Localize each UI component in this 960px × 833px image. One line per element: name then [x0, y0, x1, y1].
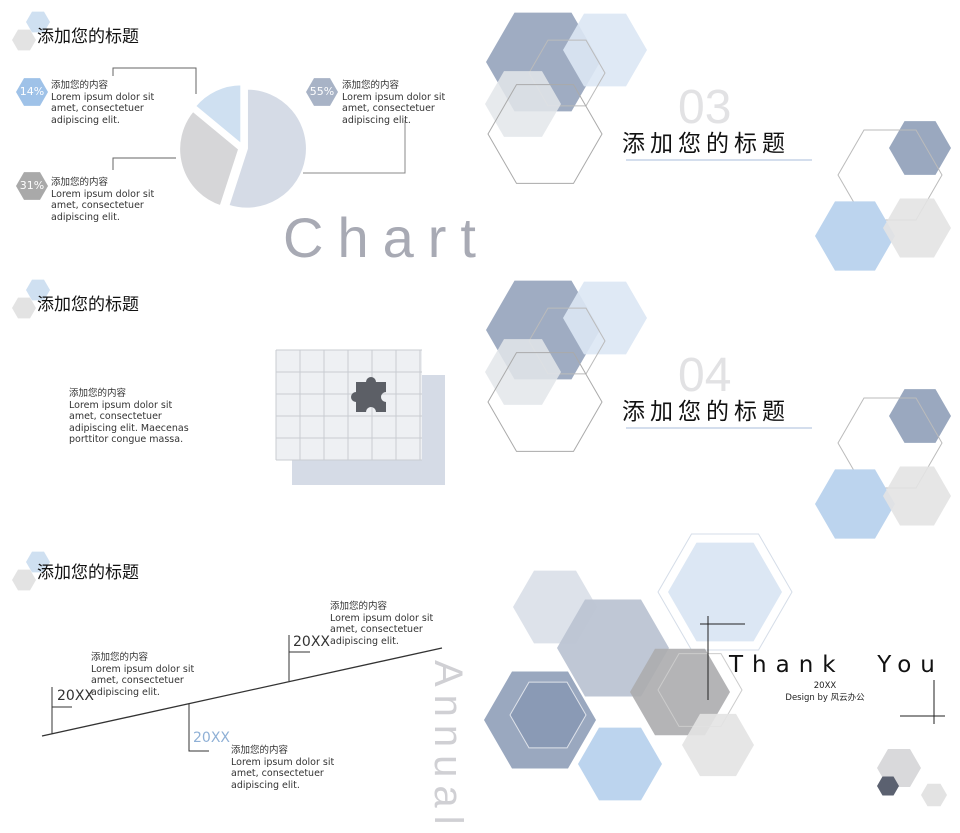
pie-chart [178, 83, 308, 210]
puzzle-image [275, 349, 422, 461]
pie-slice [227, 87, 308, 210]
hexagon-icon [12, 297, 36, 319]
hexagon-icon [12, 29, 36, 51]
item-body: Lorem ipsum dolor sit amet, consectetuer… [342, 91, 446, 126]
puzzle-piece-icon [351, 377, 386, 412]
percent-badge: 55% [309, 85, 335, 98]
section-title: 添加您的标题 [622, 131, 790, 157]
year-label: 20XX [813, 681, 837, 691]
milestone-heading: 添加您的内容 [91, 652, 149, 663]
thank-you-title: Thank You [729, 652, 944, 678]
hexagon-icon [12, 569, 36, 591]
percent-badge: 14% [19, 85, 45, 98]
timeline-line [41, 647, 443, 737]
hexagon-icon [26, 279, 50, 301]
milestone-year: 20XX [293, 634, 330, 650]
item-body: Lorem ipsum dolor sit amet, consectetuer… [51, 91, 155, 126]
milestone-body: Lorem ipsum dolor sit amet, consectetuer… [91, 663, 195, 698]
hexagon-cluster [485, 12, 951, 271]
chart-watermark: Chart [283, 206, 490, 269]
item-heading: 添加您的内容 [69, 388, 127, 399]
pie-slice [193, 83, 243, 147]
milestone-year: 20XX [57, 688, 94, 704]
slide-title: 添加您的标题 [37, 27, 139, 47]
connector-line [303, 120, 406, 174]
hexagon-icon [26, 551, 50, 573]
slide-title: 添加您的标题 [37, 295, 139, 315]
slide-graphics [12, 11, 951, 807]
hexagon-icon [26, 11, 50, 33]
pie-slice [178, 109, 241, 208]
annual-watermark: Annual [426, 660, 470, 833]
connector-line [112, 157, 176, 170]
item-heading: 添加您的内容 [51, 80, 109, 91]
item-body: Lorem ipsum dolor sit amet, consectetuer… [51, 188, 155, 223]
milestone-year: 20XX [193, 730, 230, 746]
badge-hexagon [306, 78, 338, 106]
milestone-heading: 添加您的内容 [231, 745, 289, 756]
connector-line [112, 67, 197, 94]
section-title: 添加您的标题 [622, 399, 790, 425]
percent-badge: 31% [19, 179, 45, 192]
slide-title: 添加您的标题 [37, 563, 139, 583]
section-number: 04 [678, 349, 732, 402]
item-body: Lorem ipsum dolor sit amet, consectetuer… [69, 399, 189, 446]
item-heading: 添加您的内容 [342, 80, 400, 91]
milestone-heading: 添加您的内容 [330, 601, 388, 612]
credit-label: Design by 风云办公 [785, 693, 865, 703]
section-number: 03 [678, 81, 732, 134]
badge-hexagon [16, 172, 48, 200]
badge-hexagon [16, 78, 48, 106]
milestone-body: Lorem ipsum dolor sit amet, consectetuer… [231, 756, 335, 791]
hexagon-cluster [484, 533, 947, 807]
item-heading: 添加您的内容 [51, 177, 109, 188]
milestone-body: Lorem ipsum dolor sit amet, consectetuer… [330, 612, 434, 647]
hexagon-cluster [485, 280, 951, 539]
